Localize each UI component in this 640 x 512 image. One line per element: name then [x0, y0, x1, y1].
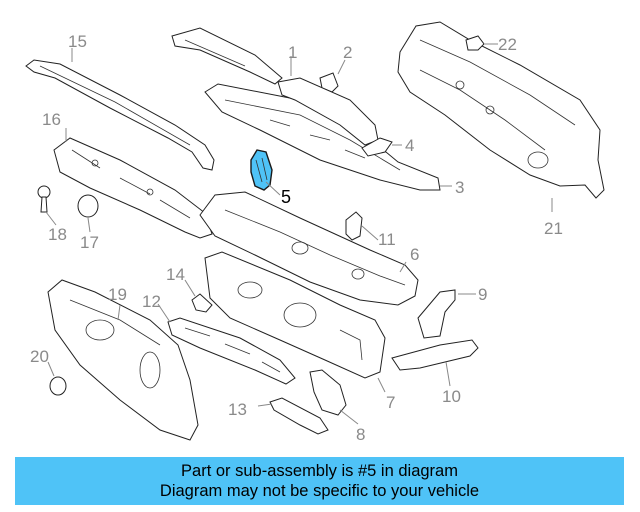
part-2-clip[interactable] [319, 72, 339, 93]
callout-6: 6 [410, 245, 419, 264]
part-4-bracket[interactable] [361, 137, 393, 157]
callout-15: 15 [68, 32, 87, 51]
part-1-upper-bracket[interactable] [171, 27, 283, 85]
part-12-lower-strip[interactable] [167, 317, 296, 385]
part-11-bracket[interactable] [345, 211, 363, 241]
leader-lines [45, 43, 553, 425]
part-18-bolt[interactable] [37, 185, 51, 213]
caption-banner: Part or sub-assembly is #5 in diagram Di… [15, 457, 624, 505]
callout-10: 10 [442, 387, 461, 406]
callout-2: 2 [343, 43, 352, 62]
caption-line-2: Diagram may not be specific to your vehi… [159, 482, 480, 500]
part-8-lower-bracket[interactable] [309, 369, 347, 416]
callout-20: 20 [30, 347, 49, 366]
part-21-cowl-assembly[interactable] [397, 21, 605, 199]
callout-18: 18 [48, 225, 67, 244]
callout-1: 1 [288, 43, 297, 62]
part-19-insulator[interactable] [47, 279, 199, 441]
callout-3: 3 [455, 178, 464, 197]
callout-14: 14 [166, 265, 185, 284]
part-14-clip[interactable] [191, 293, 213, 313]
caption-line-1: Part or sub-assembly is #5 in diagram [181, 462, 458, 480]
callout-16: 16 [42, 110, 61, 129]
part-7-firewall[interactable] [204, 251, 386, 379]
callout-13: 13 [228, 400, 247, 419]
part-16-panel-strip[interactable] [53, 137, 213, 239]
callout-5: 5 [281, 187, 291, 207]
callout-11: 11 [378, 230, 396, 249]
callout-22: 22 [498, 35, 517, 54]
part-10-rail[interactable] [391, 339, 479, 371]
part-22-screw[interactable] [465, 35, 485, 51]
part-6-dash-panel[interactable] [199, 191, 419, 306]
exploded-parts-diagram: 15 16 1 2 22 4 5 3 18 17 11 6 21 14 9 19… [25, 21, 605, 444]
callout-8: 8 [356, 425, 365, 444]
part-9-side-bracket[interactable] [417, 289, 456, 339]
callout-19: 19 [108, 285, 127, 304]
part-15-upper-rail[interactable] [25, 59, 215, 171]
callout-9: 9 [478, 285, 487, 304]
part-20-plug[interactable] [49, 376, 67, 396]
callout-12: 12 [142, 292, 161, 311]
callout-21: 21 [544, 219, 563, 238]
callout-4: 4 [405, 136, 414, 155]
part-13-bracket[interactable] [269, 397, 329, 435]
callout-17: 17 [80, 233, 99, 252]
part-17-plug[interactable] [77, 194, 99, 218]
part-5-highlighted[interactable] [250, 149, 273, 191]
callout-7: 7 [386, 393, 395, 412]
